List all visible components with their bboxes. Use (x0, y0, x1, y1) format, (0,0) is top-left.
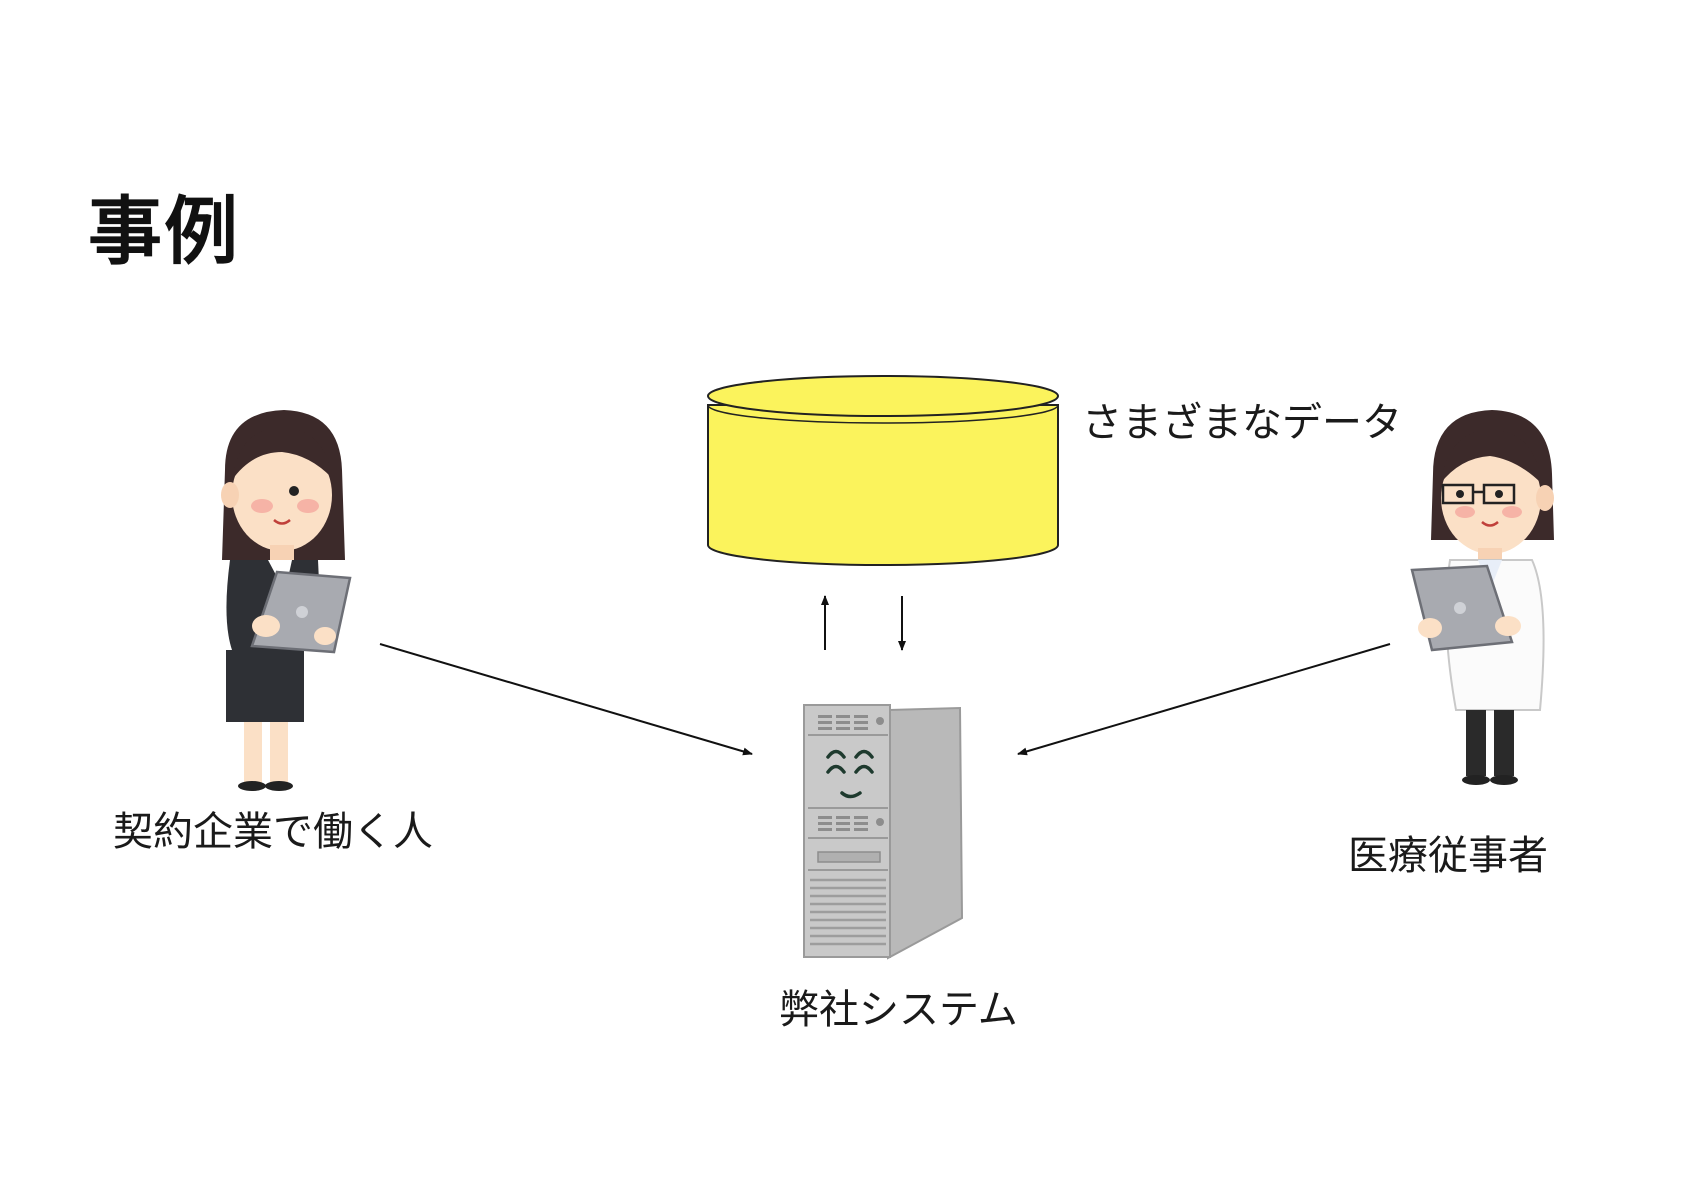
woman-business-suit-tablet-icon (221, 410, 352, 791)
data-label: さまざまなデータ (1082, 400, 1402, 446)
server-tower-icon (803, 704, 964, 960)
worker-label: 契約企業で働く人 (113, 809, 433, 855)
medical-worker-label: 医療従事者 (1348, 833, 1548, 879)
database-cylinder-icon (707, 375, 1059, 566)
woman-doctor-tablet-icon (1410, 410, 1554, 785)
arrow-medical-to-system (1017, 643, 1391, 756)
arrow-worker-to-system (379, 643, 753, 756)
page-title: 事例 (88, 189, 240, 275)
server-face-icon (826, 749, 874, 799)
system-label: 弊社システム (779, 987, 1018, 1033)
